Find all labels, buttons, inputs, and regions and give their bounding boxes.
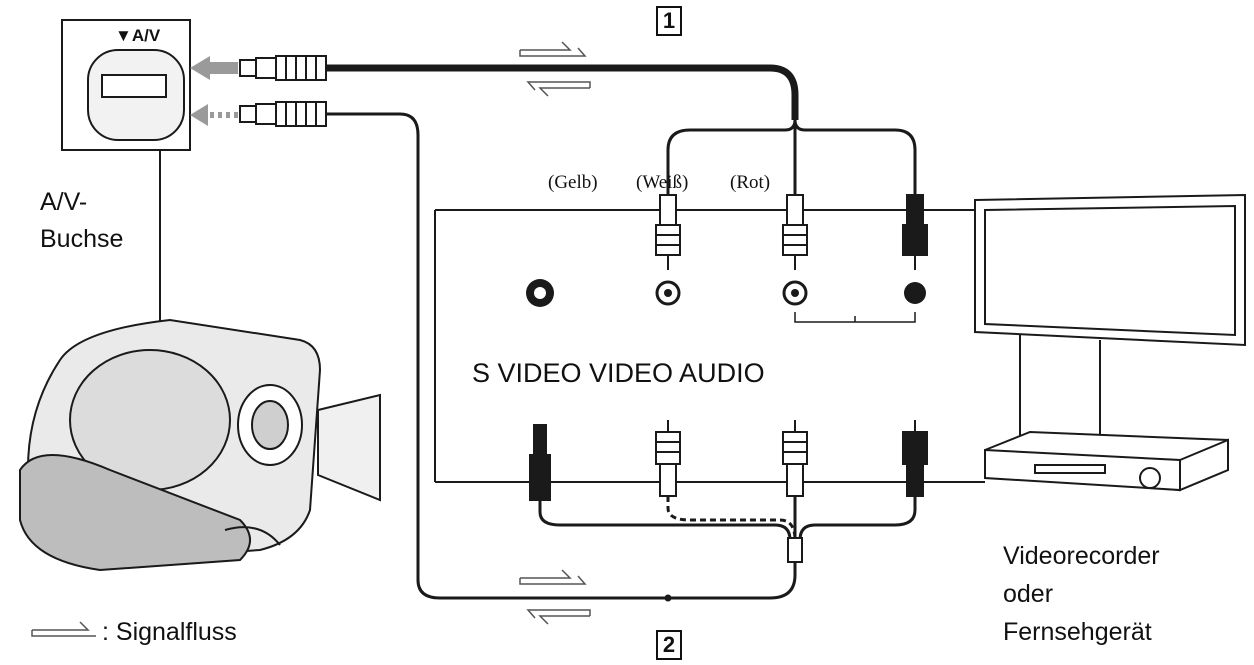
s-video-plug-bottom (529, 424, 551, 501)
tv-icon (974, 193, 1246, 440)
color-label-gelb: (Gelb) (548, 172, 598, 193)
rca-plug-red-top (902, 194, 928, 270)
cable-1 (326, 64, 917, 195)
legend-label: : Signalfluss (102, 618, 237, 646)
device-label-2: oder (1003, 580, 1054, 608)
inputs-row-label: S VIDEO VIDEO AUDIO (472, 358, 765, 388)
vcr-icon (984, 430, 1229, 492)
rca-plug-white-bottom (782, 420, 808, 497)
jack-arrow-dotted (190, 104, 238, 126)
legend-arrow-icon (31, 621, 96, 637)
signal-arrows-cable-1 (519, 41, 591, 97)
cable-1-number: 1 (656, 6, 682, 36)
rca-plug-red-bottom (902, 420, 928, 497)
cable-2 (326, 112, 917, 602)
jack-arrow-solid (190, 56, 238, 80)
av-plug-2 (239, 101, 327, 127)
rca-plug-white-top (782, 194, 808, 270)
signal-arrows-cable-2 (519, 569, 591, 625)
rca-plug-yellow-bottom (655, 420, 681, 497)
input-panel (434, 209, 985, 483)
av-jack-caption-1: A/V- (40, 188, 88, 216)
av-jack-caption-2: Buchse (40, 225, 124, 253)
color-label-rot: (Rot) (730, 172, 771, 193)
device-label-1: Videorecorder (1003, 542, 1160, 570)
av-jack-top-label: ▼A/V (115, 26, 161, 45)
rca-plug-yellow-top (655, 194, 681, 270)
camcorder-icon (19, 318, 381, 572)
cable-2-number: 2 (656, 630, 682, 660)
input-jacks (526, 279, 926, 323)
color-label-weiss: (Weiß) (636, 172, 689, 193)
device-label-3: Fernsehgerät (1003, 618, 1152, 646)
av-plug-1 (239, 55, 327, 81)
